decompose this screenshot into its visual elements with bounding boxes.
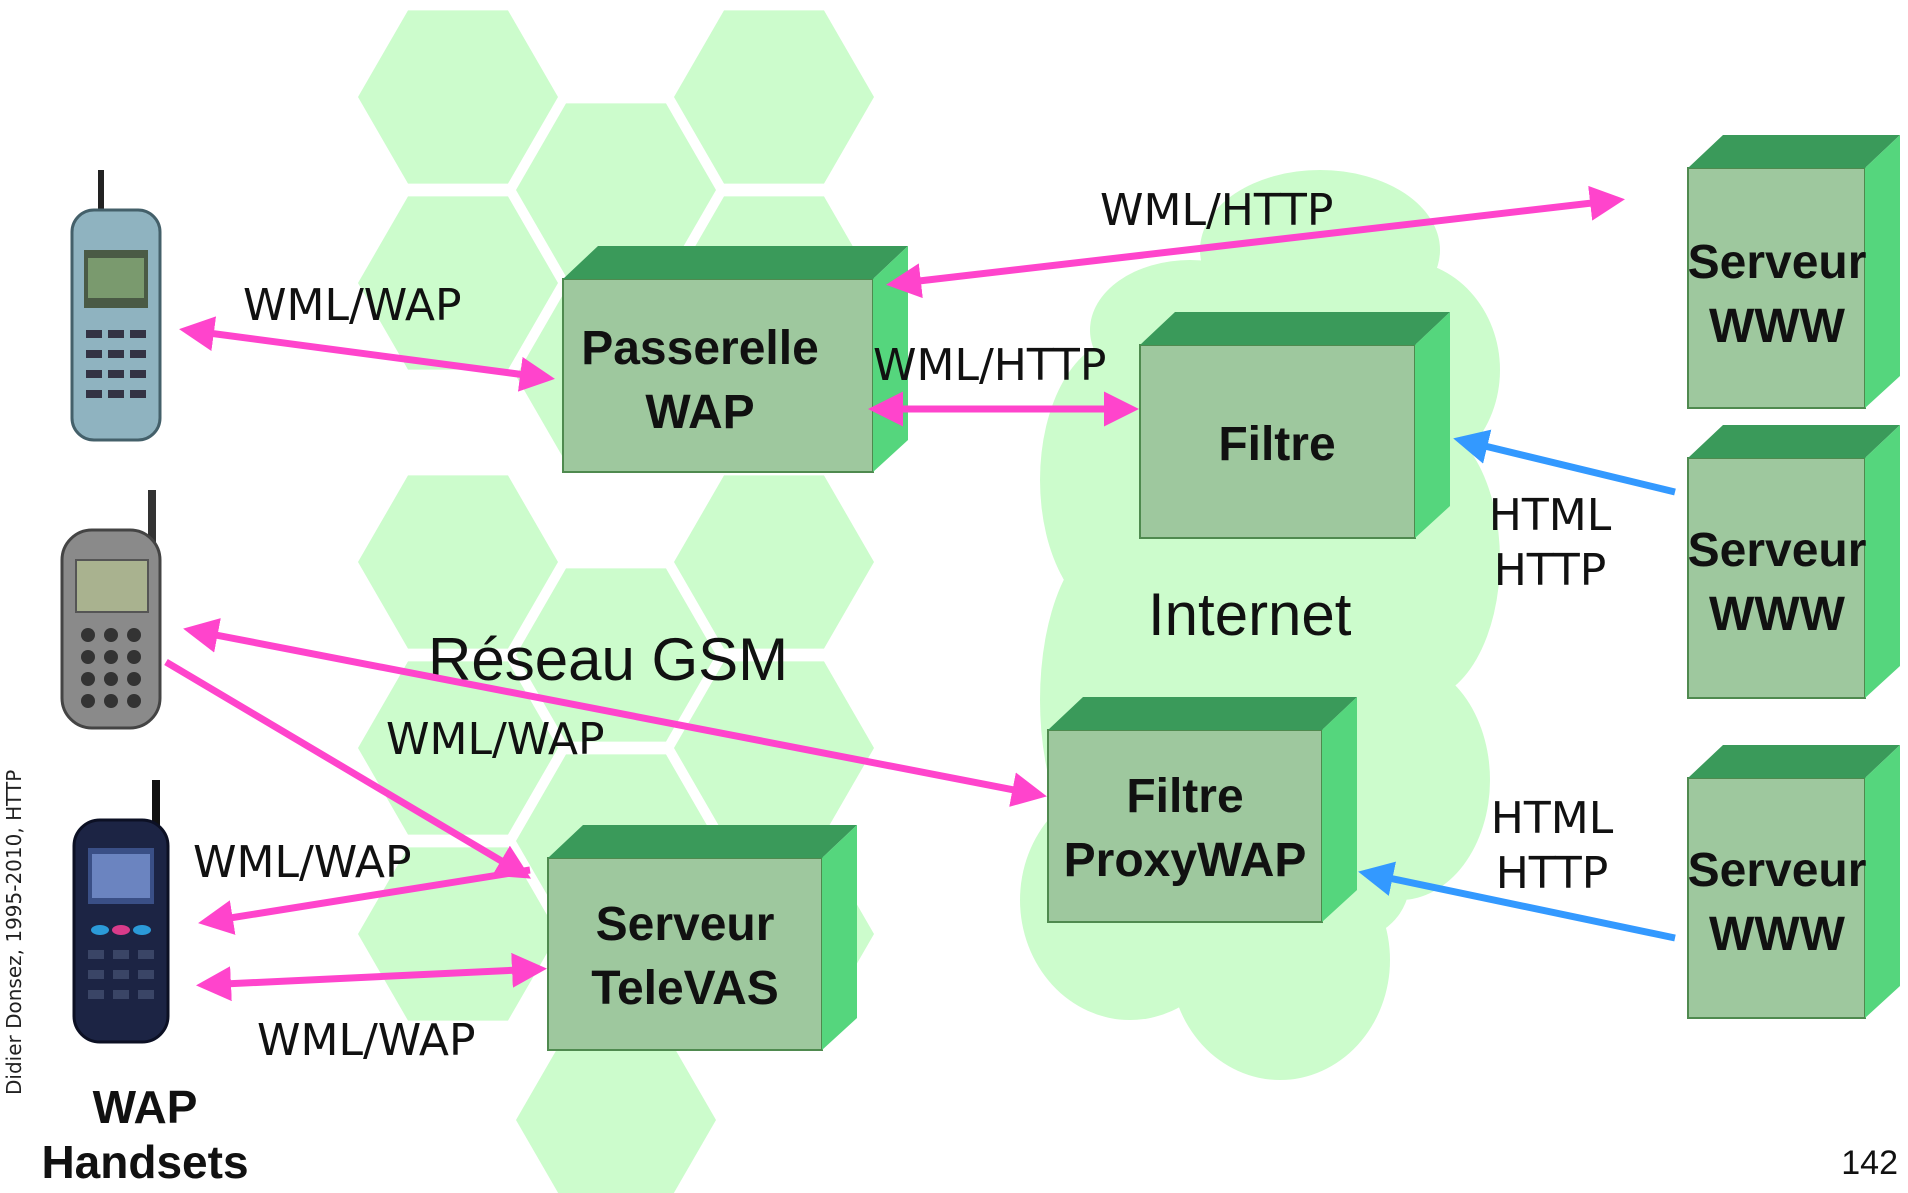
phone-3: [72, 780, 170, 1044]
www1-label-1: Serveur: [1688, 236, 1867, 289]
filtre-box: Filtre: [1139, 312, 1450, 539]
label-gateway-www: WML/HTTP: [1100, 185, 1333, 236]
wap-handsets-caption: WAP Handsets: [40, 1080, 250, 1190]
label-televas-phone3-upper: WML/WAP: [193, 837, 412, 888]
arrow-gateway-www: [886, 185, 1625, 299]
phone-2: [60, 490, 162, 730]
arrow-phone1-gateway: [179, 316, 555, 392]
handsets-caption-line-1: WAP: [92, 1081, 198, 1133]
label-www2-filter-2: HTTP: [1494, 545, 1607, 596]
televas-label-1: Serveur: [596, 898, 775, 951]
gsm-network-label: Réseau GSM: [428, 626, 788, 693]
label-www2-filter-1: HTML: [1489, 490, 1612, 541]
gsm-hexagon-1: [358, 10, 558, 184]
handsets-caption-line-2: Handsets: [41, 1136, 249, 1189]
label-gateway-filter: WML/HTTP: [873, 340, 1106, 391]
www3-label-2: WWW: [1709, 908, 1846, 961]
label-televas-phone3-lower: WML/WAP: [257, 1015, 476, 1066]
internet-label: Internet: [1148, 581, 1352, 648]
arrow-www2-filter: [1453, 429, 1676, 496]
gsm-hexagon-2: [674, 10, 874, 184]
www1-label-2: WWW: [1709, 300, 1846, 353]
arrow-televas-phone3-lower: [196, 952, 547, 1002]
www3-label-1: Serveur: [1688, 844, 1867, 897]
www2-label-2: WWW: [1709, 588, 1846, 641]
serveur-televas-box: Serveur TeleVAS: [547, 825, 857, 1051]
passerelle-label-2: WAP: [645, 386, 754, 439]
gsm-hexagon-15: [516, 1033, 716, 1193]
serveur-www-box-3: Serveur WWW: [1687, 745, 1900, 1019]
label-www3-proxy-2: HTTP: [1496, 848, 1609, 899]
phone-1: [70, 170, 162, 442]
serveur-www-box-1: Serveur WWW: [1687, 135, 1900, 409]
arrow-televas-phone3-upper: [198, 866, 531, 935]
filtre-proxy-label-1: Filtre: [1126, 770, 1243, 823]
gsm-hexagon-3: [516, 103, 716, 277]
gsm-hexagon-7: [358, 475, 558, 649]
page-number: 142: [1841, 1144, 1898, 1182]
passerelle-wap-box: Passerelle WAP: [562, 246, 908, 473]
passerelle-label-1: Passerelle: [581, 322, 819, 375]
arrow-phone2-televas: [164, 658, 532, 879]
serveur-www-box-2: Serveur WWW: [1687, 425, 1900, 699]
gsm-hexagon-8: [674, 475, 874, 649]
televas-label-2: TeleVAS: [591, 962, 779, 1015]
filtre-proxywap-box: Filtre ProxyWAP: [1047, 697, 1357, 923]
filtre-label: Filtre: [1218, 418, 1335, 471]
arrow-phone2-proxy: [183, 618, 1047, 807]
author-credit: Didier Donsez, 1995-2010, HTTP: [2, 769, 26, 1095]
label-phone2-proxy: WML/WAP: [386, 714, 605, 765]
label-www3-proxy-1: HTML: [1491, 793, 1614, 844]
label-phone1-gateway: WML/WAP: [243, 280, 462, 331]
filtre-proxy-label-2: ProxyWAP: [1064, 834, 1307, 887]
www2-label-1: Serveur: [1688, 524, 1867, 577]
arrow-www3-proxy: [1358, 861, 1676, 942]
